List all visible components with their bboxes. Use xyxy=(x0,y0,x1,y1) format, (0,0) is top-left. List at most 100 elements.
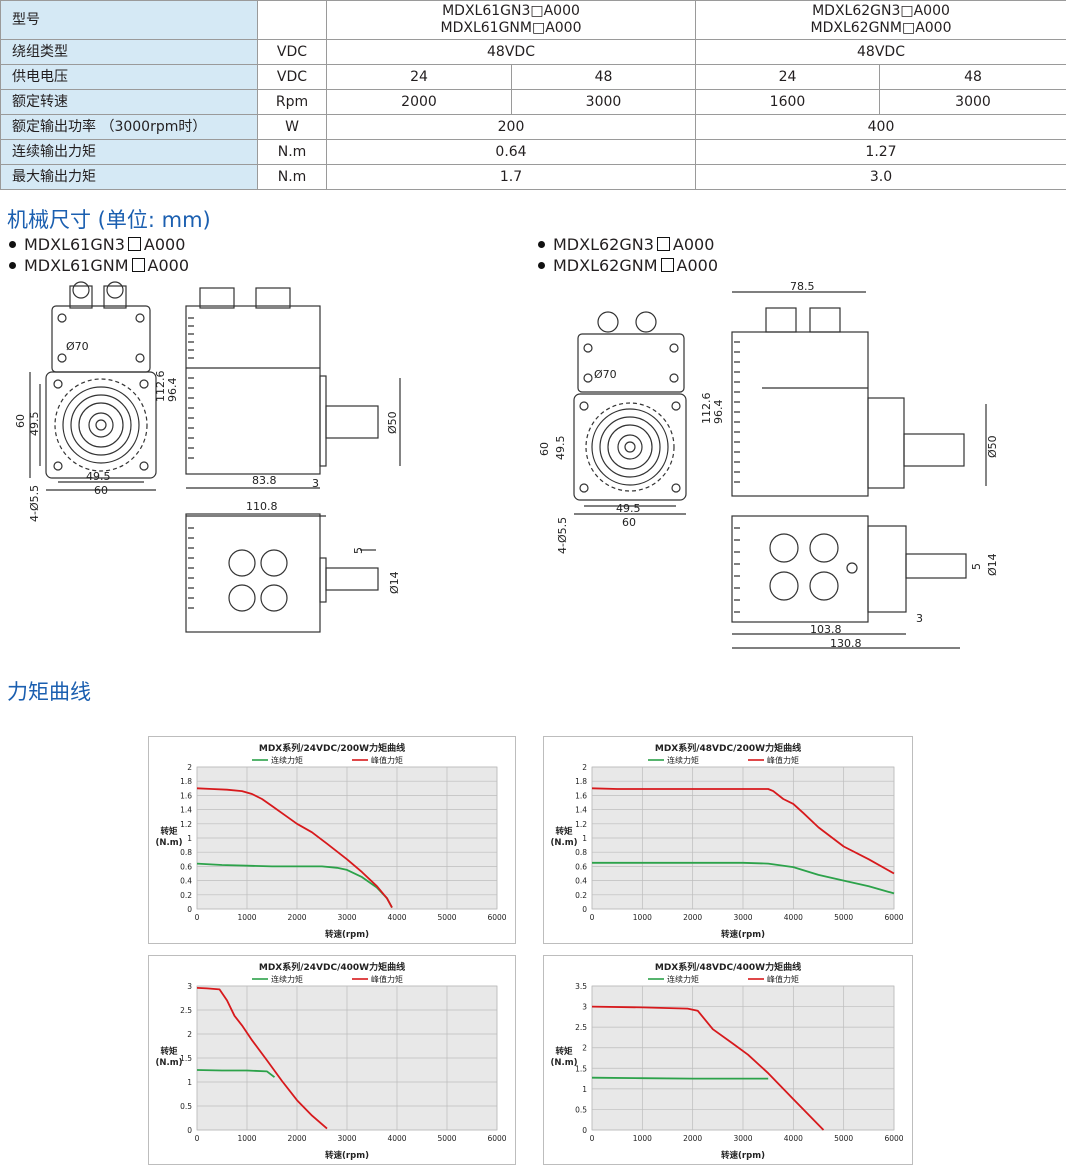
mechanical-drawings: Ø70 49.5 60 112.6 96.4 Ø50 49.5 60 4-Ø5.… xyxy=(14,280,999,650)
spec-unit: N.m xyxy=(257,164,327,190)
chart-title: MDX系列/48VDC/200W力矩曲线 xyxy=(655,742,801,754)
y-tick-label: 0.4 xyxy=(575,877,587,886)
model-name: MDXL62GNM xyxy=(553,256,658,275)
legend-label: 峰值力矩 xyxy=(371,755,403,765)
spec-label: 连续输出力矩 xyxy=(0,139,258,165)
spec-row-max-torque: 最大输出力矩 N.m 1.7 3.0 xyxy=(0,164,1066,190)
y-axis-label: (N.m) xyxy=(551,838,578,848)
spec-value-b1: 24 xyxy=(695,64,880,90)
chart-title: MDX系列/24VDC/400W力矩曲线 xyxy=(259,961,405,973)
y-axis-label: (N.m) xyxy=(156,1058,183,1068)
y-tick-label: 0.6 xyxy=(575,862,587,871)
y-tick-label: 3 xyxy=(582,1003,587,1012)
spec-value-a1: 24 xyxy=(326,64,512,90)
legend-label: 峰值力矩 xyxy=(371,974,403,984)
mech-section-title: 机械尺寸 (单位: mm) xyxy=(7,208,211,232)
spec-value-a: 200 xyxy=(326,114,696,140)
spec-value-a: 48VDC xyxy=(326,39,696,65)
x-tick-label: 2000 xyxy=(683,913,702,922)
dim-label: 96.4 xyxy=(712,400,725,425)
model-name: MDXL61GNM xyxy=(24,256,129,275)
square-placeholder xyxy=(127,237,141,251)
dim-label: 96.4 xyxy=(166,378,179,403)
spec-value-a: 1.7 xyxy=(326,164,696,190)
dim-label: 5 xyxy=(970,563,983,570)
y-tick-label: 2.5 xyxy=(575,1023,587,1032)
x-axis-label: 转速(rpm) xyxy=(721,1150,765,1161)
x-tick-label: 4000 xyxy=(387,1134,406,1143)
x-tick-label: 0 xyxy=(590,913,595,922)
spec-row-voltage: 供电电压 VDC 24 48 24 48 xyxy=(0,64,1066,90)
y-axis-label: (N.m) xyxy=(551,1058,578,1068)
bullet-dot xyxy=(538,262,545,269)
dim-label: 103.8 xyxy=(810,623,842,636)
x-tick-label: 5000 xyxy=(834,1134,853,1143)
dim-label: 3 xyxy=(916,612,923,625)
y-axis-label: 转矩 xyxy=(160,826,178,837)
model-name: MDXL61GN3 xyxy=(24,235,125,254)
x-tick-label: 6000 xyxy=(487,1134,506,1143)
legend-label: 峰值力矩 xyxy=(767,755,799,765)
right-side-view xyxy=(731,291,987,497)
dim-label: 78.5 xyxy=(790,280,815,293)
torque-chart-svg: MDX系列/24VDC/400W力矩曲线连续力矩峰值力矩00.511.522.5… xyxy=(156,961,507,1161)
legend-label: 连续力矩 xyxy=(667,974,699,984)
spec-unit: Rpm xyxy=(257,89,327,115)
y-tick-label: 0.6 xyxy=(180,862,192,871)
torque-chart-svg: MDX系列/48VDC/400W力矩曲线连续力矩峰值力矩00.511.522.5… xyxy=(551,961,904,1161)
series-line xyxy=(591,1005,825,1131)
dim-label: Ø50 xyxy=(986,435,999,458)
dim-label: 60 xyxy=(14,414,27,428)
x-tick-label: 3000 xyxy=(733,1134,752,1143)
y-axis-label: 转矩 xyxy=(555,826,573,837)
dim-label: 112.6 xyxy=(154,371,167,403)
series-line xyxy=(591,1076,769,1080)
series-line xyxy=(196,1069,276,1078)
y-tick-label: 3.5 xyxy=(575,982,587,991)
y-tick-label: 1.2 xyxy=(575,820,587,829)
x-tick-label: 0 xyxy=(195,913,200,922)
spec-row-power: 额定输出功率 （3000rpm时） W 200 400 xyxy=(0,114,1066,140)
spec-header-unit xyxy=(257,0,327,40)
model-name: MDXL62GN3 xyxy=(553,235,654,254)
dim-label: 60 xyxy=(538,442,551,456)
spec-value-b: 400 xyxy=(695,114,1066,140)
y-tick-label: 1 xyxy=(582,834,587,843)
y-tick-label: 0.4 xyxy=(180,877,192,886)
y-tick-label: 0 xyxy=(187,1126,192,1135)
y-tick-label: 0.2 xyxy=(575,891,587,900)
square-placeholder xyxy=(131,258,145,272)
y-tick-label: 3 xyxy=(187,982,192,991)
spec-row-continuous-torque: 连续输出力矩 N.m 0.64 1.27 xyxy=(0,139,1066,165)
dim-label: 4-Ø5.5 xyxy=(28,485,41,522)
y-axis-label: (N.m) xyxy=(156,838,183,848)
dim-label: 3 xyxy=(312,477,319,490)
y-tick-label: 1.8 xyxy=(575,777,587,786)
spec-unit: VDC xyxy=(257,39,327,65)
y-tick-label: 0.5 xyxy=(180,1102,192,1111)
dim-label: 49.5 xyxy=(616,502,641,515)
left-side-view xyxy=(185,287,401,517)
x-axis-label: 转速(rpm) xyxy=(325,929,369,940)
y-tick-label: 1.5 xyxy=(575,1064,587,1073)
spec-label: 额定转速 xyxy=(0,89,258,115)
dim-label: Ø50 xyxy=(386,411,399,434)
y-tick-label: 1.6 xyxy=(575,791,587,800)
dim-label: 60 xyxy=(94,484,108,497)
square-placeholder xyxy=(660,258,674,272)
x-tick-label: 3000 xyxy=(337,1134,356,1143)
x-tick-label: 2000 xyxy=(287,913,306,922)
y-tick-label: 1.5 xyxy=(180,1054,192,1063)
spec-unit: N.m xyxy=(257,139,327,165)
y-tick-label: 2.5 xyxy=(180,1006,192,1015)
bullet-dot xyxy=(9,241,16,248)
x-tick-label: 2000 xyxy=(683,1134,702,1143)
y-tick-label: 1.6 xyxy=(180,791,192,800)
y-tick-label: 2 xyxy=(582,763,587,772)
x-tick-label: 3000 xyxy=(337,913,356,922)
